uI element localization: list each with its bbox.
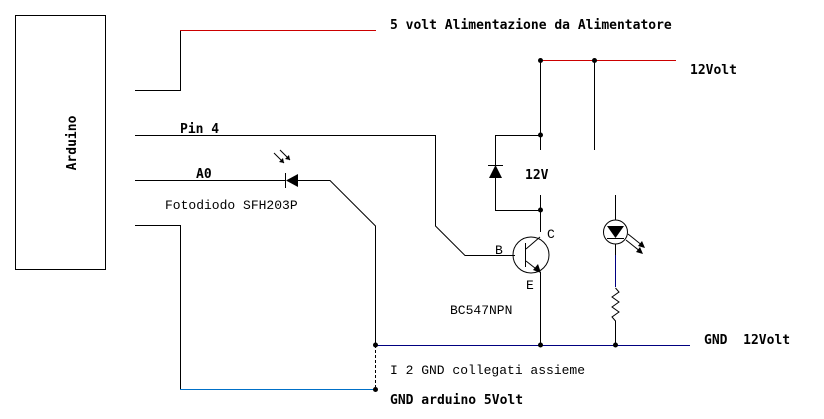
- wire-gnd-arduino-black: [135, 225, 181, 389]
- supply-12v-label: 12Volt: [690, 63, 737, 78]
- collector-label: C: [547, 227, 555, 242]
- photodiode-label: Fotodiodo SFH203P: [165, 198, 298, 213]
- wire-photodiode-gnd: [298, 180, 376, 343]
- base-label: B: [495, 243, 503, 258]
- photodiode-icon: [273, 149, 298, 188]
- gnd-arduino-label: GND arduino 5Volt: [390, 393, 523, 408]
- led-icon: [603, 219, 645, 254]
- junction-dot: [613, 342, 618, 348]
- junction-dot: [538, 132, 543, 138]
- junction-dot: [373, 387, 378, 392]
- arduino-label: Arduino: [65, 115, 80, 170]
- wire-5v-arduino: [135, 30, 181, 91]
- junction-dot: [538, 207, 543, 213]
- emitter-label: E: [526, 278, 534, 293]
- transistor-model-label: BC547NPN: [450, 303, 512, 318]
- gnd-12v-label: GND 12Volt: [704, 333, 790, 348]
- resistor-icon: [611, 287, 620, 345]
- flyback-diode-icon: [488, 165, 503, 178]
- supply-5v-label: 5 volt Alimentazione da Alimentatore: [390, 18, 672, 33]
- relay-label: 12V: [525, 168, 549, 183]
- wire-pin4: [135, 135, 515, 256]
- junction-dot: [373, 342, 378, 348]
- gnd-note-label: I 2 GND collegati assieme: [390, 363, 585, 378]
- transistor-npn-icon: [512, 236, 550, 274]
- pin4-label: Pin 4: [180, 122, 219, 137]
- arduino-box: [15, 15, 106, 270]
- a0-label: A0: [196, 167, 212, 182]
- junction-dot: [538, 342, 543, 348]
